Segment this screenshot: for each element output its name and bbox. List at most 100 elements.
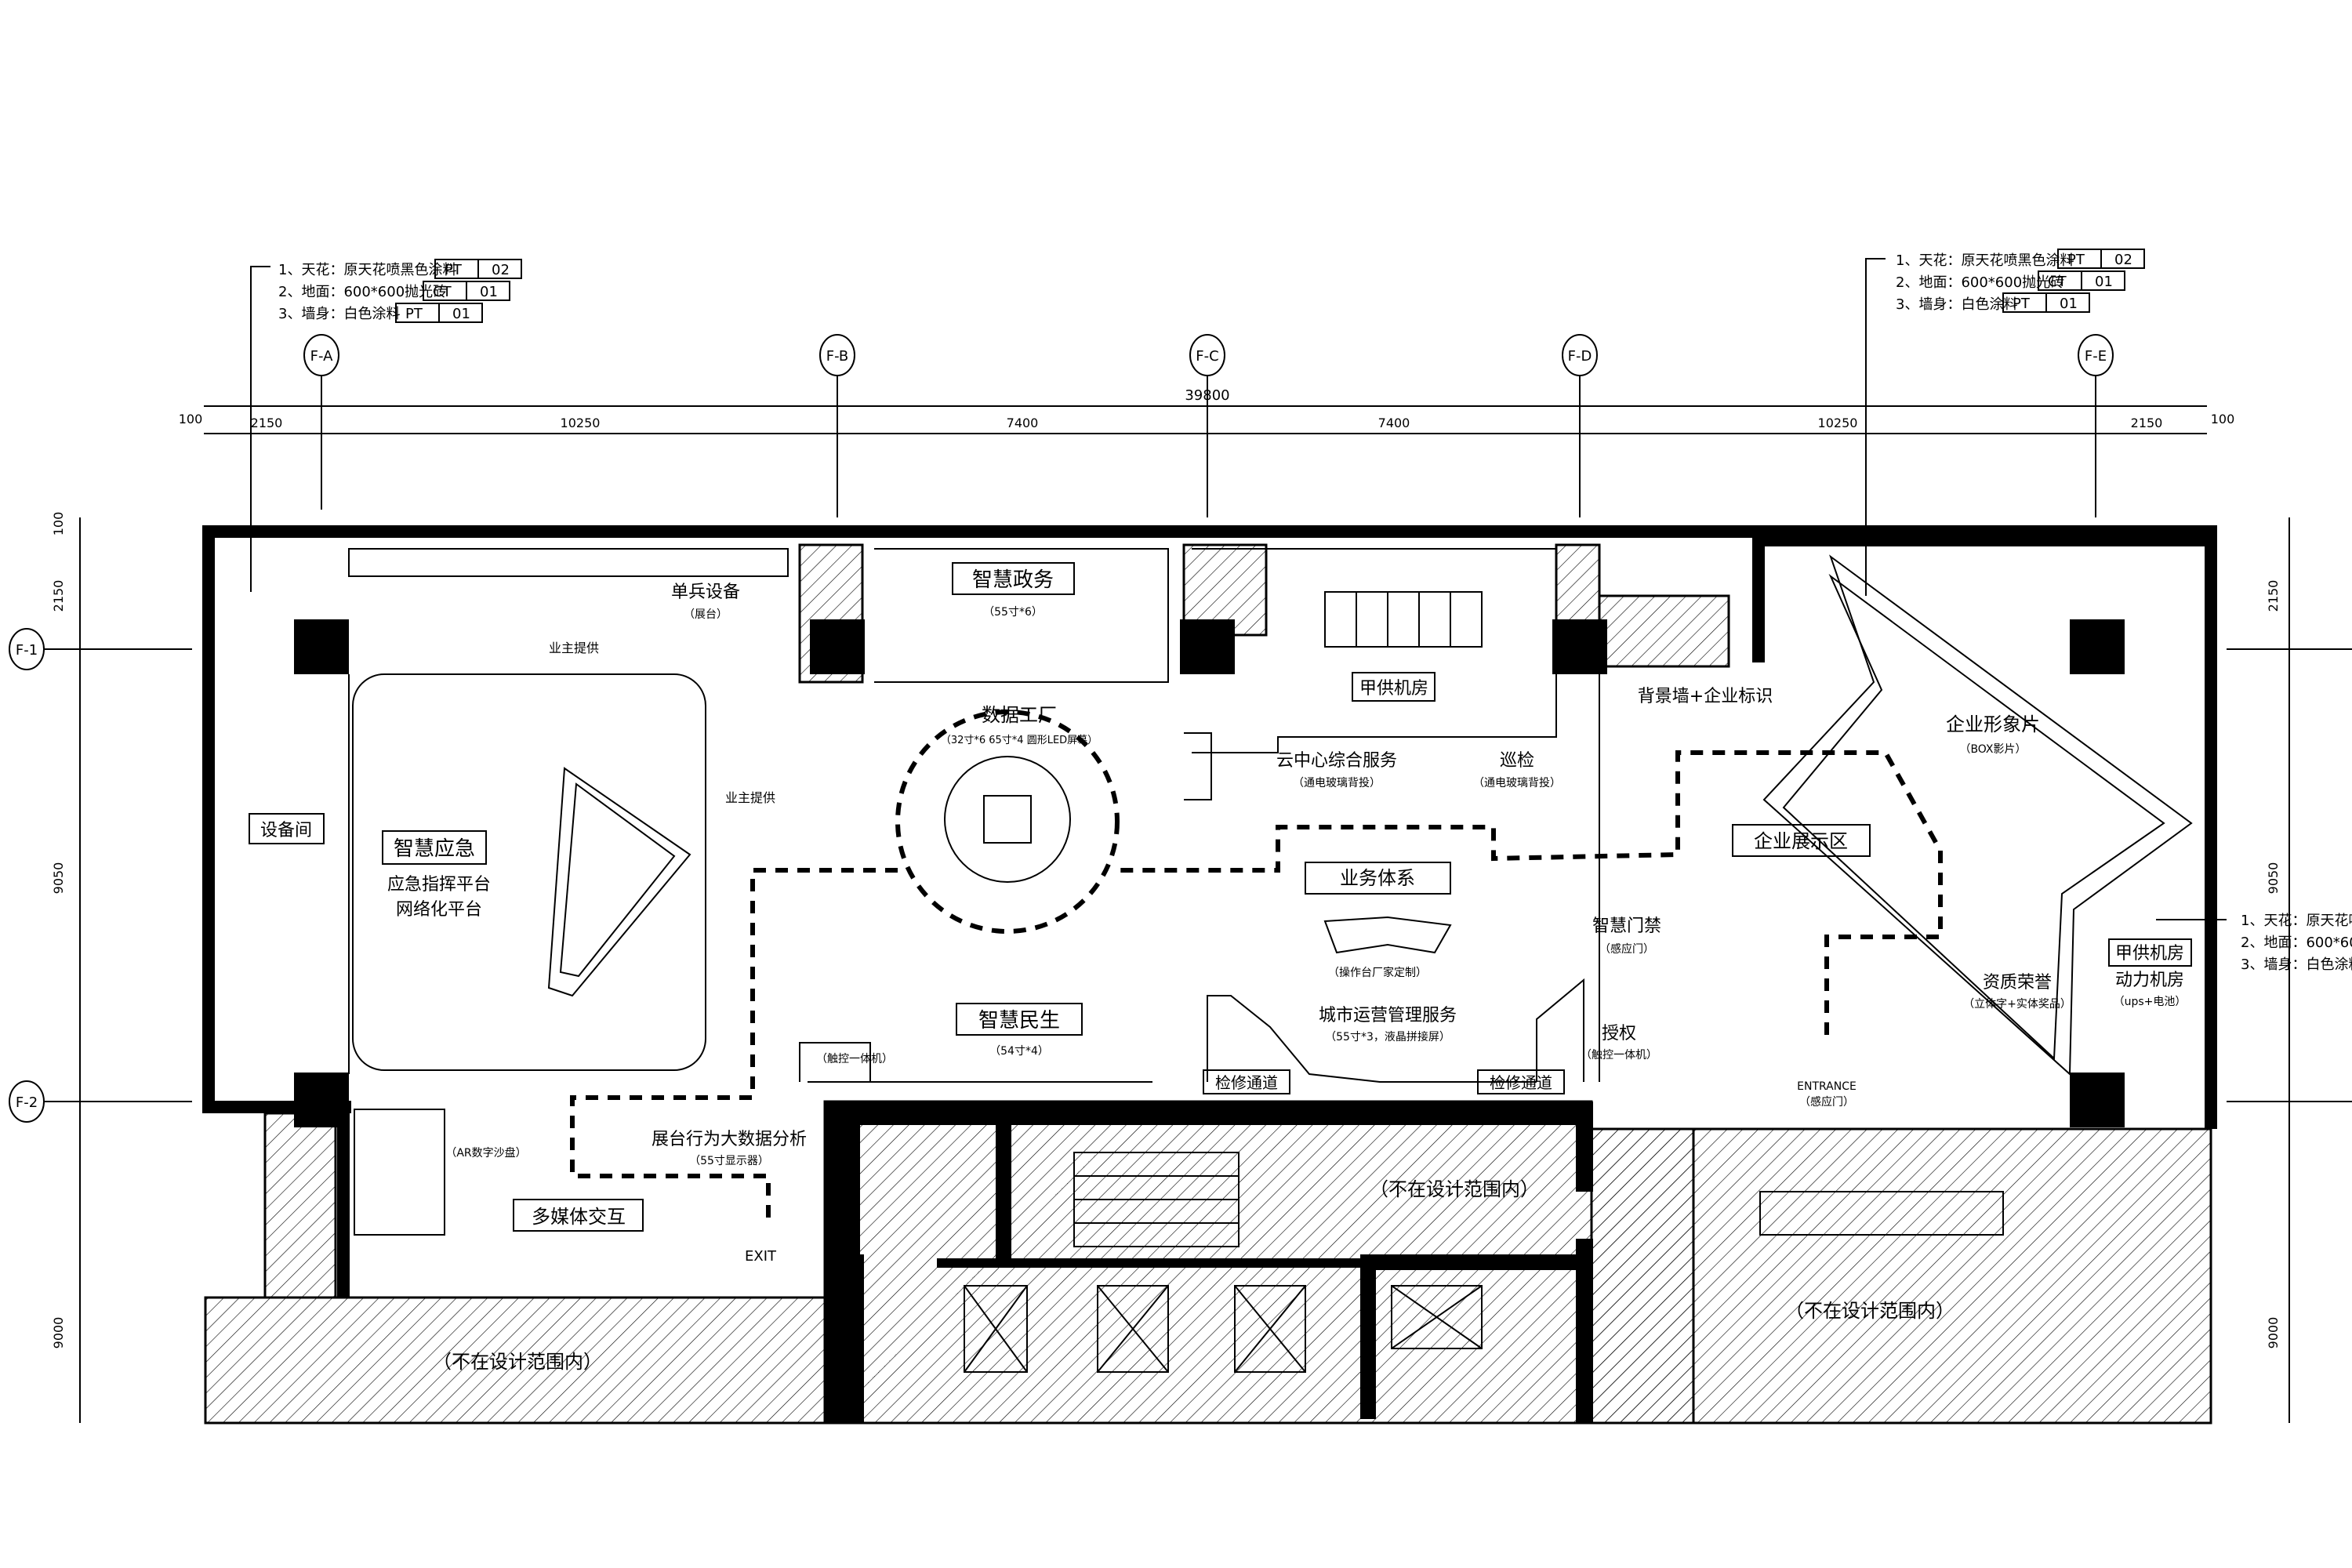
label-qualifications: 资质荣誉 [1983, 973, 2052, 993]
hatched-areas [204, 543, 2212, 1425]
label-behavior-analytics: 展台行为大数据分析 [652, 1130, 807, 1149]
svg-text:3、墙身：白色涂料: 3、墙身：白色涂料 [2241, 956, 2352, 973]
axis-bubble-f-c: F-C [1189, 334, 1225, 517]
columns [294, 619, 2125, 1127]
svg-text:（感应门）: （感应门） [1599, 942, 1654, 956]
svg-text:（32寸*6 65寸*4 圆形LED屏幕）: （32寸*6 65寸*4 圆形LED屏幕） [941, 735, 1098, 746]
svg-text:3、墙身：白色涂料: 3、墙身：白色涂料 [1896, 296, 2017, 313]
label-power-room: 动力机房 [2115, 971, 2184, 990]
label-smart-government: 智慧政务 [972, 568, 1054, 592]
label-machine-room-2: 甲供机房 [2115, 944, 2184, 964]
axis-bubble-f-e: F-E [2078, 334, 2114, 517]
svg-text:1、天花：原天花喷黑色涂料: 1、天花：原天花喷黑色涂料 [1896, 252, 2074, 269]
svg-text:（55寸*3，液晶拼接屏）: （55寸*3，液晶拼接屏） [1325, 1030, 1450, 1044]
label-out-of-scope-right: （不在设计范围内） [1785, 1300, 1955, 1322]
label-equipment-room: 设备间 [260, 821, 312, 840]
svg-text:2、地面：600*600抛: 2、地面：600*600抛 [2241, 935, 2352, 951]
svg-text:2、地面：600*600抛光砖: 2、地面：600*600抛光砖 [278, 284, 447, 300]
svg-text:7400: 7400 [1007, 416, 1039, 430]
label-out-of-scope-left: （不在设计范围内） [433, 1351, 602, 1373]
svg-text:（AR数字沙盘）: （AR数字沙盘） [445, 1146, 526, 1160]
svg-text:CT: CT [433, 284, 452, 300]
visitor-route [570, 710, 1943, 1219]
svg-text:CT: CT [2048, 274, 2067, 290]
dimension-left: 100 2150 9050 9000 [51, 512, 81, 1423]
label-data-factory: 数据工厂 [982, 704, 1057, 726]
svg-text:PT: PT [445, 262, 463, 278]
label-out-of-scope-center: （不在设计范围内） [1370, 1178, 1539, 1200]
svg-text:10250: 10250 [1818, 416, 1858, 430]
svg-text:9050: 9050 [51, 862, 66, 895]
svg-text:（操作台厂家定制）: （操作台厂家定制） [1328, 966, 1427, 979]
svg-text:（55寸*6）: （55寸*6） [983, 606, 1043, 619]
svg-text:F-E: F-E [2085, 348, 2107, 365]
svg-text:（通电玻璃背投）: （通电玻璃背投） [1293, 776, 1381, 789]
factory-round-console [944, 756, 1071, 883]
svg-text:2、地面：600*600抛光砖: 2、地面：600*600抛光砖 [1896, 274, 2064, 291]
server-racks [1324, 591, 1483, 648]
svg-text:2150: 2150 [51, 580, 66, 612]
room-labels: 设备间 智慧应急 应急指挥平台 网络化平台 单兵设备 （展台） 业主提供 业主提… [249, 562, 2192, 1373]
svg-text:100: 100 [179, 412, 203, 426]
svg-text:PT: PT [2013, 296, 2031, 312]
label-machine-room: 甲供机房 [1359, 679, 1428, 699]
svg-text:7400: 7400 [1378, 416, 1410, 430]
emergency-conference-table [547, 767, 691, 997]
notes-left: 1、天花：原天花喷黑色涂料 2、地面：600*600抛光砖 3、墙身：白色涂料 … [250, 259, 522, 592]
axis-bubble-f-a: F-A [303, 334, 339, 510]
svg-text:F-A: F-A [310, 348, 333, 365]
svg-text:01: 01 [452, 306, 470, 322]
label-authorization: 授权 [1602, 1024, 1636, 1044]
svg-text:F-C: F-C [1196, 348, 1218, 365]
svg-text:2150: 2150 [251, 416, 283, 430]
label-corporate-display: 企业展示区 [1754, 830, 1848, 852]
svg-text:01: 01 [480, 284, 498, 300]
svg-text:01: 01 [2060, 296, 2078, 312]
svg-text:网络化平台: 网络化平台 [396, 900, 482, 920]
business-console [1323, 916, 1452, 954]
axis-bubble-f-1: F-1 [9, 628, 192, 670]
svg-text:业主提供: 业主提供 [549, 641, 599, 655]
svg-text:（BOX影片）: （BOX影片） [1959, 743, 2026, 756]
label-maintenance-2: 检修通道 [1490, 1073, 1552, 1092]
axis-grid: F-A F-B F-C F-D F-E F-1 F-2 [9, 334, 2352, 1123]
label-background-wall: 背景墙+企业标识 [1638, 687, 1773, 706]
dimension-top: 39800 100 2150 10250 7400 7400 10250 215… [179, 387, 2235, 434]
partitions [348, 548, 2193, 1083]
svg-text:39800: 39800 [1185, 387, 1229, 404]
label-business-system: 业务体系 [1340, 867, 1415, 889]
svg-text:PT: PT [405, 306, 423, 322]
label-smart-gate: 智慧门禁 [1592, 916, 1661, 936]
svg-text:F-1: F-1 [16, 642, 38, 659]
notes-right: 1、天花：原天花喷黑色涂料 2、地面：600*600抛光砖 3、墙身：白色涂料 … [1865, 249, 2145, 596]
notes-far-right: 1、天花：原天花喷 2、地面：600*600抛 3、墙身：白色涂料 [2156, 913, 2352, 973]
label-city-operations: 城市运营管理服务 [1319, 1006, 1457, 1025]
svg-text:（感应门）: （感应门） [1799, 1095, 1854, 1109]
svg-text:9050: 9050 [2266, 862, 2281, 895]
svg-text:01: 01 [2095, 274, 2113, 290]
axis-bubble-f-d: F-D [1562, 334, 1598, 517]
svg-text:F-D: F-D [1568, 348, 1592, 365]
svg-text:1、天花：原天花喷黑色涂料: 1、天花：原天花喷黑色涂料 [278, 262, 456, 278]
label-maintenance-1: 检修通道 [1215, 1073, 1278, 1092]
svg-text:2150: 2150 [2131, 416, 2163, 430]
reception-desk [1759, 1191, 2004, 1236]
svg-text:（ups+电池）: （ups+电池） [2114, 996, 2187, 1008]
axis-bubble-f-b: F-B [819, 334, 855, 517]
svg-text:（立体字+实体奖品）: （立体字+实体奖品） [1963, 997, 2071, 1011]
svg-text:9000: 9000 [2266, 1317, 2281, 1349]
label-entrance: ENTRANCE [1797, 1080, 1857, 1093]
svg-text:（触控一体机）: （触控一体机） [816, 1053, 893, 1065]
label-corporate-film: 企业形象片 [1946, 713, 2040, 735]
svg-text:（54寸*4）: （54寸*4） [989, 1045, 1049, 1058]
svg-text:（55寸显示器）: （55寸显示器） [689, 1155, 769, 1167]
label-patrol: 巡检 [1500, 751, 1534, 771]
label-cloud-center: 云中心综合服务 [1276, 751, 1397, 771]
svg-text:9000: 9000 [51, 1317, 66, 1349]
svg-text:PT: PT [2067, 252, 2085, 268]
dimension-right: 2150 9050 9000 [2266, 517, 2290, 1423]
svg-text:（通电玻璃背投）: （通电玻璃背投） [1473, 776, 1561, 789]
svg-text:100: 100 [2211, 412, 2235, 426]
svg-text:（展台）: （展台） [684, 608, 728, 621]
